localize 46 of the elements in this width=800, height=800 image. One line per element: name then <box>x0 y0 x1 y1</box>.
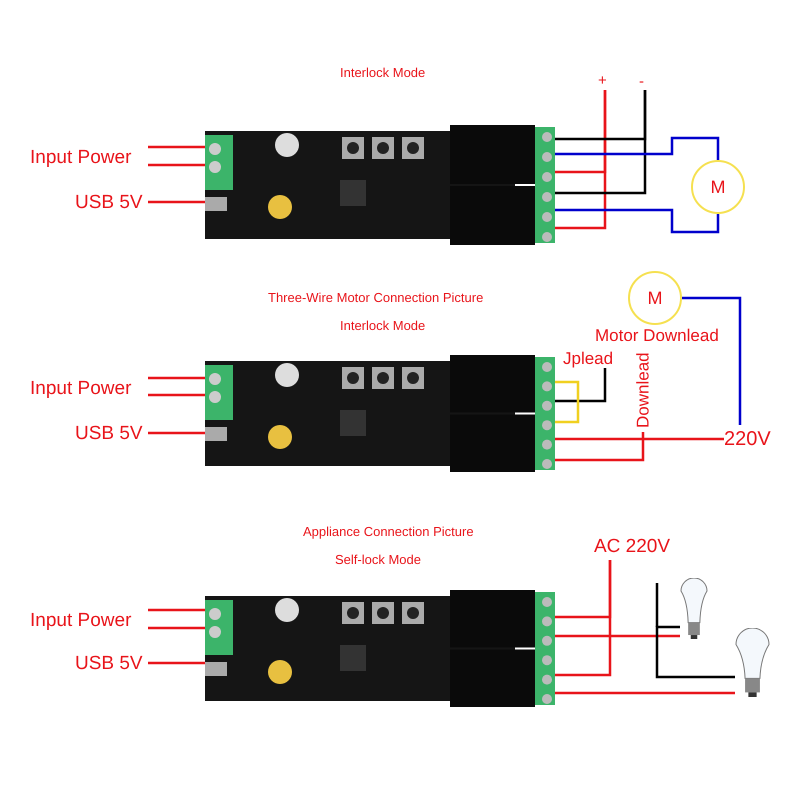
wire <box>148 164 205 166</box>
wire-label: Input Power <box>30 145 148 170</box>
wire-label: AC 220V <box>594 533 674 560</box>
wire <box>148 146 205 148</box>
wire <box>682 296 742 425</box>
wire <box>555 560 612 676</box>
caption-text: Appliance Connection Picture <box>303 525 474 538</box>
wire-label: Downlead <box>632 348 654 432</box>
wire <box>148 394 205 396</box>
relay-board-drawing <box>205 125 555 245</box>
wire-label: USB 5V <box>75 421 148 445</box>
wire <box>148 432 205 434</box>
motor-symbol: M <box>691 160 745 214</box>
wire <box>148 608 205 612</box>
wire <box>148 200 205 204</box>
wire <box>656 626 735 678</box>
wire-label: Motor Downlead <box>595 327 719 344</box>
light-bulb-drawing <box>680 578 708 640</box>
wire <box>555 90 646 194</box>
wire <box>148 376 205 380</box>
wire-label: Input Power <box>30 608 148 633</box>
caption-text: Interlock Mode <box>340 66 426 79</box>
light-bulb-drawing <box>735 628 770 698</box>
wire-label: USB 5V <box>75 190 148 214</box>
relay-board-drawing <box>205 590 555 707</box>
wire <box>555 208 720 234</box>
wire-label: - <box>639 72 651 90</box>
relay-board-drawing <box>205 355 555 472</box>
wire <box>555 432 644 462</box>
wire <box>148 626 205 630</box>
caption-text: Three-Wire Motor Connection Picture <box>268 291 484 304</box>
motor-symbol: M <box>628 271 682 325</box>
wire <box>555 634 680 638</box>
wire-label: 220V <box>724 425 778 452</box>
wire <box>555 438 724 440</box>
caption-text: Self-lock Mode <box>335 553 421 566</box>
wire <box>148 662 205 664</box>
wire-label: USB 5V <box>75 651 148 675</box>
wire-label: + <box>598 70 612 90</box>
wire-label: Jplead <box>563 348 612 368</box>
caption-text: Interlock Mode <box>340 319 426 332</box>
wire <box>555 136 720 160</box>
wire <box>555 368 606 402</box>
wire <box>555 90 606 230</box>
wire-label: Input Power <box>30 376 148 401</box>
wire <box>555 692 735 694</box>
